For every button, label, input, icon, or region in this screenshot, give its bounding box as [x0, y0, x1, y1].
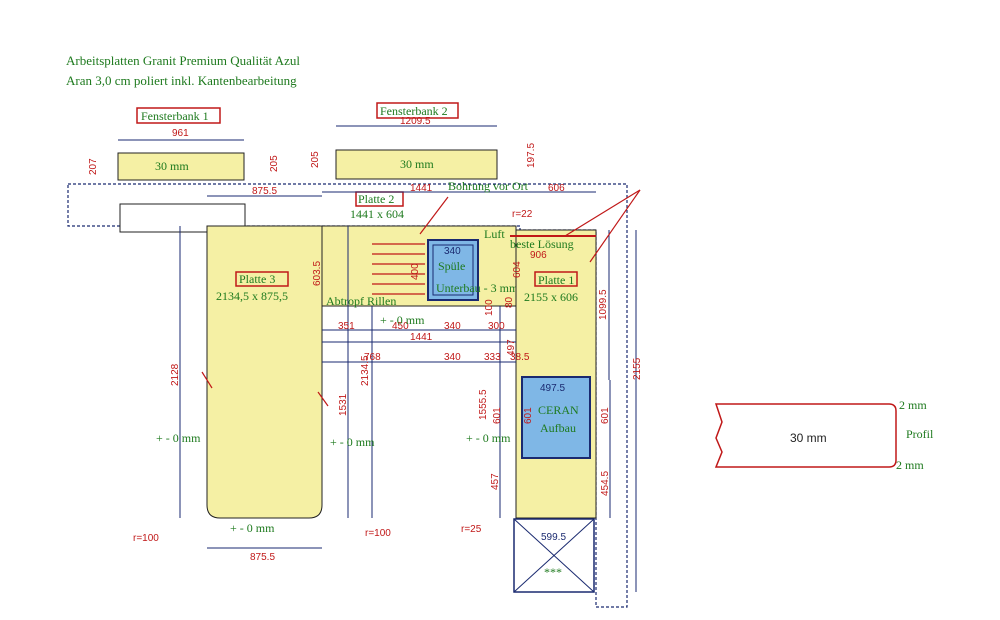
profile-thickness: 30 mm: [790, 431, 827, 445]
r100-right: r=100: [365, 528, 391, 539]
dim-906: 906: [530, 250, 547, 261]
drain-grooves: [372, 243, 425, 295]
dim-300: 300: [488, 321, 505, 332]
ceran-label: CERAN: [538, 403, 579, 417]
r22-label: r=22: [512, 209, 533, 220]
dim-875-top: 875.5: [252, 186, 277, 197]
sink-mount-label: Unterbau - 3 mm: [436, 281, 519, 295]
dim-1441-top: 1441: [410, 183, 433, 194]
dim-1531: 1531: [338, 393, 349, 416]
dim-601-right: 601: [600, 407, 611, 424]
tol-right: + - 0 mm: [466, 431, 511, 445]
dim-2128: 2128: [170, 363, 181, 386]
dim-604: 604: [512, 261, 523, 278]
profile-label: Profil: [906, 427, 934, 441]
loesung-label: beste Lösung: [510, 237, 574, 251]
fensterbank-2-label: Fensterbank 2: [380, 104, 448, 118]
dim-400: 400: [410, 263, 421, 280]
fensterbank-1-label: Fensterbank 1: [141, 109, 209, 123]
r100-left: r=100: [133, 533, 159, 544]
platte-1-tag: [534, 271, 578, 287]
dim-197: 197.5: [526, 143, 537, 168]
dim-207: 207: [88, 158, 99, 175]
dim-2134: 2134.5: [360, 355, 371, 386]
dim-340-a: 340: [444, 321, 461, 332]
ceran-hob: [521, 376, 591, 459]
dim-601-ceran: 601: [523, 407, 534, 424]
dim-100: 100: [484, 299, 495, 316]
ceran-mount: Aufbau: [540, 421, 576, 435]
platte-3-size: 2134,5 x 875,5: [216, 289, 288, 303]
cabinet-stars: ***: [544, 565, 562, 579]
fensterbank-1-slab: [117, 152, 245, 181]
dim-340-b: 340: [444, 352, 461, 363]
dim-603: 603.5: [312, 261, 323, 286]
platte-3-label: Platte 3: [239, 272, 275, 286]
profile-bottom-2mm: 2 mm: [896, 458, 924, 472]
sink-outer: [427, 239, 479, 301]
tol-sink: + - 0 mm: [380, 313, 425, 327]
tol-mid: + - 0 mm: [330, 435, 375, 449]
luft-label: Luft: [484, 227, 505, 241]
dim-1209: 1209.5: [400, 116, 431, 127]
sink-label: Spüle: [438, 259, 465, 273]
dim-601-left: 601: [492, 407, 503, 424]
title-line-1: Arbeitsplatten Granit Premium Qualität A…: [66, 53, 300, 68]
tol-left: + - 0 mm: [156, 431, 201, 445]
platte-2-label: Platte 2: [358, 192, 394, 206]
dim-80: 80: [504, 296, 515, 308]
platte-1-label: Platte 1: [538, 273, 574, 287]
fensterbank-1-thickness: 30 mm: [155, 159, 189, 173]
profile-top-2mm: 2 mm: [899, 398, 927, 412]
dim-205b: 205: [310, 151, 321, 168]
dim-961: 961: [172, 128, 189, 139]
dim-497: 497: [506, 339, 517, 356]
dim-351: 351: [338, 321, 355, 332]
sink-inner: [432, 244, 474, 296]
platte-2-size: 1441 x 604: [350, 207, 404, 221]
cabinet-box: [513, 518, 595, 593]
dim-1441-mid: 1441: [410, 332, 433, 343]
r25-label: r=25: [461, 524, 482, 535]
dim-454: 454.5: [600, 471, 611, 496]
fensterbank-2-thickness: 30 mm: [400, 157, 434, 171]
fensterbank-2-slab: [335, 149, 498, 180]
bohrung-label: Bohrung vor Ort: [448, 179, 529, 193]
dim-768: 768: [364, 352, 381, 363]
profile-detail: [714, 403, 897, 468]
dim-1099: 1099.5: [598, 289, 609, 320]
dim-875-bottom: 875.5: [250, 552, 275, 563]
platte-3-tolerance: + - 0 mm: [230, 521, 275, 535]
dim-333: 333: [484, 352, 501, 363]
dim-606: 606: [548, 183, 565, 194]
platte-3-slab: [206, 225, 323, 519]
platte-2-slab: [321, 225, 517, 307]
dim-5995: 599.5: [541, 532, 566, 543]
dim-1555: 1555.5: [478, 389, 489, 420]
dim-38: 38.5: [510, 352, 530, 363]
dim-340-sink: 340: [444, 246, 461, 257]
dim-2155: 2155: [632, 357, 643, 380]
dim-205: 205: [269, 155, 280, 172]
title-line-2: Aran 3,0 cm poliert inkl. Kantenbearbeit…: [66, 73, 297, 88]
dimension-lines: [179, 191, 637, 592]
platte-1-size: 2155 x 606: [524, 290, 578, 304]
dim-4975: 497.5: [540, 383, 565, 394]
fensterbank-2-tag: [376, 102, 459, 119]
dim-450: 450: [392, 321, 409, 332]
fensterbank-1-tag: [136, 107, 221, 124]
abtropf-label: Abtropf Rillen: [326, 294, 396, 308]
dim-457: 457: [490, 473, 501, 490]
platte-3-tag: [235, 271, 289, 287]
pointer-arrows: [201, 189, 641, 407]
